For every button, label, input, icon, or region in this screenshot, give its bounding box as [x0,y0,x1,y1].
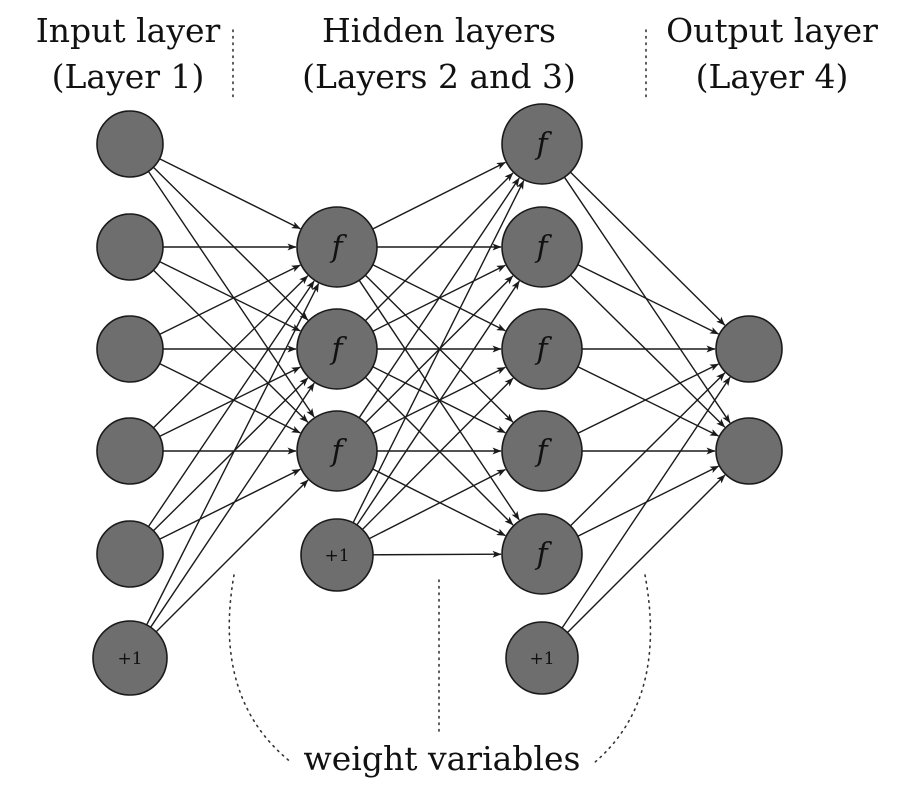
input-layer-title: Input layer [35,11,221,50]
edge-l1-unit-1-to-l2-unit-2 [152,166,309,321]
edge-l3-unit-5-to-l4-unit-1 [569,372,726,527]
hidden-layers-subtitle: (Layers 2 and 3) [302,57,576,96]
edge-l2-bias-to-l3-unit-1 [352,180,525,524]
layer-3-bias-label: +1 [529,649,554,669]
weight-edges [145,158,731,633]
edge-l3-bias-to-l4-unit-2 [567,474,726,633]
layer-1-bias-label: +1 [117,649,142,669]
input-layer-header: Input layer (Layer 1) [10,8,246,100]
edge-l2-unit-2-to-l3-unit-1 [364,172,514,322]
layer-4-unit-1 [715,315,783,383]
layer-4-unit-2 [715,417,783,485]
edge-l1-bias-to-l2-unit-3 [155,479,309,633]
layer-1-unit-1 [96,110,164,178]
layer-1-unit-3 [96,315,164,383]
layer-3-unit-4 [501,410,583,492]
edge-l1-unit-2-to-l2-unit-2 [159,260,301,332]
edge-l2-bias-to-l3-unit-5 [372,550,502,558]
edge-l3-unit-5-to-l4-unit-2 [577,465,720,537]
edge-l1-bias-to-l2-unit-1 [145,283,320,626]
layer-2-unit-2 [296,308,378,390]
edge-l1-bias-to-l2-unit-2 [150,382,315,628]
weight-bracket-left [228,574,293,764]
edge-l2-unit-1-to-l3-unit-1 [372,161,506,230]
edge-l2-bias-to-l3-unit-3 [361,377,514,530]
edge-l3-unit-3-to-l4-unit-2 [577,366,719,437]
input-layer-subtitle: (Layer 1) [51,57,205,96]
layer-2-unit-1 [296,206,378,288]
hidden-layers-header: Hidden layers (Layers 2 and 3) [284,8,594,100]
edge-l3-bias-to-l4-unit-1 [561,376,731,629]
weight-variables-label: weight variables [303,739,581,778]
edge-l1-unit-5-to-l2-unit-3 [159,468,301,540]
layer-3-bias-unit [505,621,579,695]
layer-2-bias-label: +1 [324,546,349,566]
layer-3-unit-5 [501,513,583,595]
edge-l3-unit-1-to-l4-unit-2 [563,176,731,424]
hidden-layers-title: Hidden layers [322,11,556,50]
edge-l2-bias-to-l3-unit-4 [368,468,506,540]
layer-3-unit-2 [501,206,583,288]
output-layer-title: Output layer [666,11,878,50]
edge-l1-unit-5-to-l2-unit-1 [147,280,315,527]
layer-2-unit-3 [296,410,378,492]
layer-1-unit-4 [96,417,164,485]
edge-l1-unit-1-to-l2-unit-1 [159,158,301,230]
edge-l2-unit-3-to-l3-unit-1 [358,177,520,419]
edge-l3-unit-1-to-l4-unit-1 [569,171,726,326]
layer-1-unit-5 [96,520,164,588]
output-layer-header: Output layer (Layer 4) [644,8,900,100]
edge-l3-unit-2-to-l4-unit-1 [577,264,719,335]
layer-2-bias-unit [300,518,374,592]
edge-l1-unit-3-to-l2-unit-1 [159,264,301,336]
edge-l1-unit-5-to-l2-unit-2 [152,377,309,532]
edge-l1-unit-2-to-l2-unit-3 [153,269,309,423]
layer-3-unit-1 [501,103,583,185]
edge-l3-unit-2-to-l4-unit-2 [570,274,726,428]
edge-l2-bias-to-l3-unit-2 [356,280,520,526]
layer-1-unit-2 [96,213,164,281]
edge-l1-unit-4-to-l2-unit-2 [159,366,301,438]
weight-bracket-right [593,574,652,764]
edge-l1-unit-1-to-l2-unit-3 [147,171,315,418]
edge-l2-unit-3-to-l3-unit-5 [372,468,506,537]
layer-1-bias-unit [92,620,168,696]
edge-l3-unit-4-to-l4-unit-1 [577,363,719,434]
edge-l1-unit-3-to-l2-unit-3 [159,362,301,434]
edge-l2-unit-3-to-l3-unit-3 [372,366,506,434]
output-layer-subtitle: (Layer 4) [695,57,849,96]
layer-3-unit-3 [501,308,583,390]
edge-l1-unit-4-to-l2-unit-1 [153,275,309,429]
